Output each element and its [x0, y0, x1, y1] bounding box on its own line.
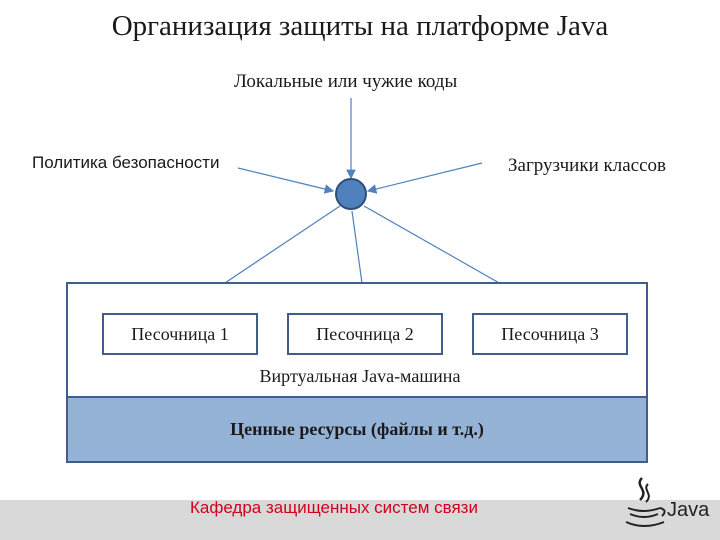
page-title: Организация защиты на платформе Java — [111, 10, 609, 42]
class-loaders-label: Загрузчики классов — [508, 155, 666, 176]
footer-bar — [0, 500, 720, 540]
resources-box: Ценные ресурсы (файлы и т.д.) — [66, 396, 648, 463]
virtual-machine-label: Виртуальная Java-машина — [259, 366, 461, 386]
security-policy-label: Политика безопасности — [32, 153, 220, 172]
sandbox-2: Песочница 2 — [287, 313, 443, 355]
sandbox-3: Песочница 3 — [472, 313, 628, 355]
java-logo-text: Java — [667, 499, 710, 521]
sandbox-1: Песочница 1 — [102, 313, 258, 355]
central-node — [335, 178, 367, 210]
department-label: Кафедра защищенных систем связи — [190, 498, 478, 517]
arrow-policy-to-node — [237, 167, 335, 194]
java-logo-icon: Java — [625, 477, 710, 527]
arrow-loaders-to-node — [366, 162, 483, 194]
local-code-label: Локальные или чужие коды — [234, 71, 458, 92]
